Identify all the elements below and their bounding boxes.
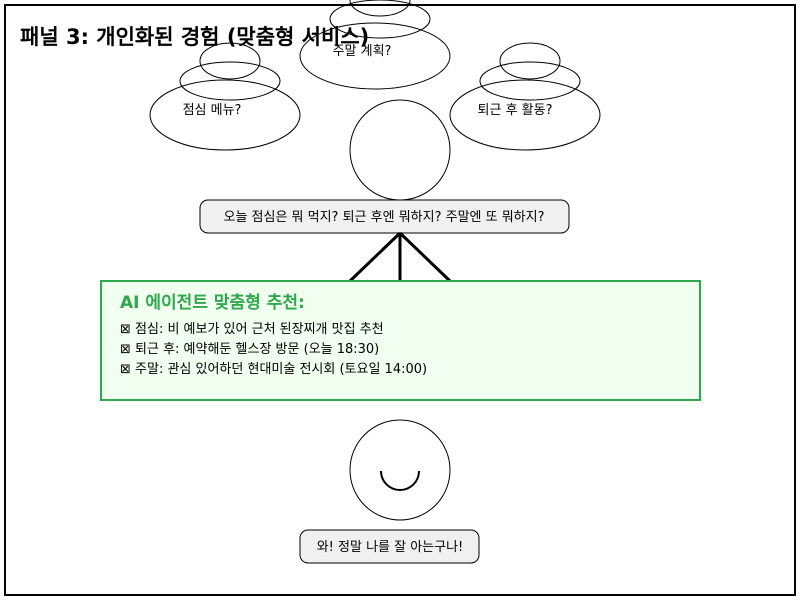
happy-face (349, 419, 451, 521)
recommendation-title: AI 에이전트 맞춤형 추천: (120, 292, 305, 313)
recommendation-item: ⊠ 퇴근 후: 예약해둔 헬스장 방문 (오늘 18:30) (120, 342, 379, 357)
thought-lunch: 점심 메뉴? (183, 103, 242, 118)
speech-question-text: 오늘 점심은 뭐 먹지? 퇴근 후엔 뭐하지? 주말엔 또 뭐하지? (223, 210, 544, 225)
thought-cloud-lunch: 점심 메뉴? (149, 42, 301, 151)
thought-cloud-weekend (299, 0, 451, 90)
smile (380, 470, 420, 491)
panel-title: 패널 3: 개인화된 경험 (맞춤형 서비스) (20, 25, 369, 49)
connector-lines (348, 231, 452, 283)
speech-bubble-question: 오늘 점심은 뭐 먹지? 퇴근 후엔 뭐하지? 주말엔 또 뭐하지? (199, 199, 570, 234)
thought-after-work: 퇴근 후 활동? (478, 103, 553, 118)
recommendation-item: ⊠ 점심: 비 예보가 있어 근처 된장찌개 맛집 추천 (120, 322, 384, 337)
speech-bubble-reaction: 와! 정말 나를 잘 아는구나! (299, 529, 480, 564)
recommendation-item: ⊠ 주말: 관심 있어하던 현대미술 전시회 (토요일 14:00) (120, 362, 427, 377)
thought-cloud-after-work: 퇴근 후 활동? (449, 42, 601, 151)
recommendation-box: AI 에이전트 맞춤형 추천: ⊠ 점심: 비 예보가 있어 근처 된장찌개 맛… (100, 280, 701, 401)
speech-reaction-text: 와! 정말 나를 잘 아는구나! (317, 540, 464, 555)
thought-weekend: 주말 계획? (333, 44, 392, 59)
